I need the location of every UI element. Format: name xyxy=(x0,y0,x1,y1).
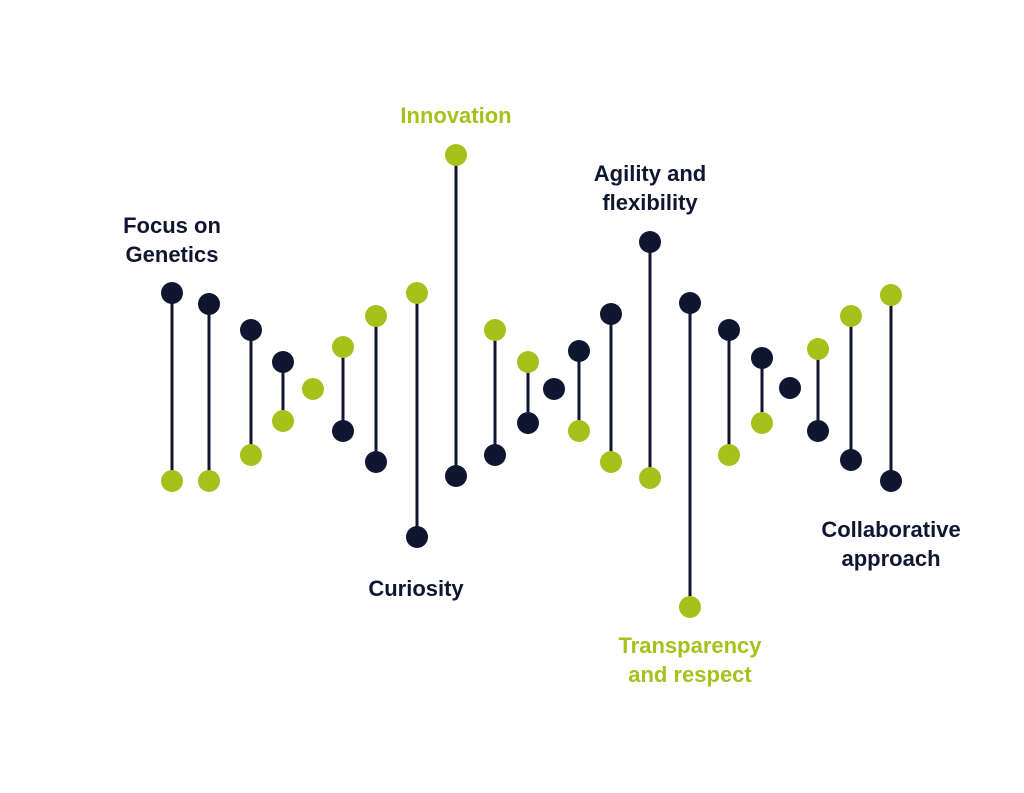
label-curiosity: Curiosity xyxy=(368,576,464,601)
dark-node xyxy=(807,420,829,442)
green-node xyxy=(880,284,902,306)
helix-rung xyxy=(543,378,565,400)
helix-rung xyxy=(840,305,862,471)
helix-rung xyxy=(161,282,183,492)
helix-rung xyxy=(484,319,506,466)
dark-node xyxy=(332,420,354,442)
label-focus-on-genetics: Focus on Genetics xyxy=(123,213,221,267)
helix-rung xyxy=(517,351,539,434)
green-node xyxy=(807,338,829,360)
label-collaborative-approach: Collaborative approach xyxy=(821,517,961,571)
green-node xyxy=(406,282,428,304)
green-node xyxy=(679,596,701,618)
green-node xyxy=(272,410,294,432)
helix-rung xyxy=(332,336,354,442)
dark-node xyxy=(240,319,262,341)
dark-node xyxy=(779,377,801,399)
green-node xyxy=(639,467,661,489)
label-transparency-and-respect: Transparency and respect xyxy=(618,633,762,687)
dark-node xyxy=(639,231,661,253)
helix-rung xyxy=(807,338,829,442)
green-node xyxy=(517,351,539,373)
green-node xyxy=(365,305,387,327)
green-node xyxy=(600,451,622,473)
helix-rung xyxy=(445,144,467,487)
dark-node xyxy=(445,465,467,487)
green-node xyxy=(198,470,220,492)
label-innovation: Innovation xyxy=(400,103,512,128)
dark-node xyxy=(751,347,773,369)
helix-rung xyxy=(639,231,661,489)
helix-rung xyxy=(198,293,220,492)
dark-node xyxy=(718,319,740,341)
helix-rung xyxy=(240,319,262,466)
helix-rung xyxy=(679,292,701,618)
helix-rung xyxy=(779,377,801,399)
helix-rung xyxy=(880,284,902,492)
green-node xyxy=(840,305,862,327)
label-agility-and-flexibility: Agility and flexibility xyxy=(593,161,707,215)
green-node xyxy=(332,336,354,358)
dark-node xyxy=(484,444,506,466)
green-node xyxy=(718,444,740,466)
helix-rung xyxy=(568,340,590,442)
dark-node xyxy=(880,470,902,492)
green-node xyxy=(240,444,262,466)
helix-rung xyxy=(406,282,428,548)
dark-node xyxy=(543,378,565,400)
dark-node xyxy=(568,340,590,362)
dark-node xyxy=(198,293,220,315)
green-node xyxy=(161,470,183,492)
dark-node xyxy=(517,412,539,434)
green-node xyxy=(751,412,773,434)
helix-rung xyxy=(365,305,387,473)
helix-rung xyxy=(751,347,773,434)
dark-node xyxy=(365,451,387,473)
green-node xyxy=(302,378,324,400)
dark-node xyxy=(840,449,862,471)
dark-node xyxy=(272,351,294,373)
dark-node xyxy=(679,292,701,314)
helix-rung xyxy=(600,303,622,473)
dark-node xyxy=(406,526,428,548)
green-node xyxy=(484,319,506,341)
green-node xyxy=(445,144,467,166)
helix-rung xyxy=(302,378,324,400)
green-node xyxy=(568,420,590,442)
dark-node xyxy=(161,282,183,304)
helix-rung xyxy=(272,351,294,432)
helix-rung xyxy=(718,319,740,466)
dark-node xyxy=(600,303,622,325)
